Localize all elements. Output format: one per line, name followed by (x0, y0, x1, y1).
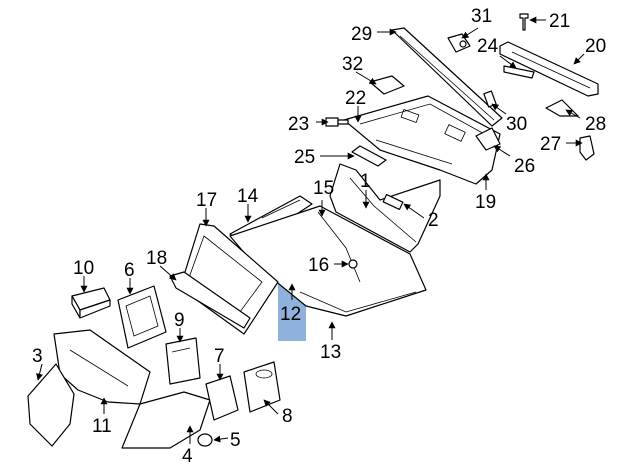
part-32-pad[interactable] (369, 75, 405, 95)
callout-31: 31 (471, 6, 492, 27)
part-10-block[interactable] (71, 287, 111, 319)
callout-20: 20 (585, 36, 606, 57)
callout-32: 32 (342, 54, 363, 75)
leader-lines (36, 16, 585, 444)
callout-23: 23 (288, 114, 309, 135)
callout-8: 8 (282, 406, 293, 427)
callout-3: 3 (32, 346, 43, 367)
callout-26: 26 (514, 156, 535, 177)
part-18-trim-strip[interactable] (169, 271, 251, 329)
callout-18: 18 (146, 248, 167, 269)
callout-1: 1 (360, 171, 371, 192)
part-8-housing[interactable] (243, 361, 281, 413)
callout-labels: 29 31 21 20 24 32 22 23 30 28 27 25 26 1… (32, 6, 606, 467)
part-4-liner[interactable] (121, 391, 211, 449)
callout-10: 10 (73, 258, 94, 279)
callout-27: 27 (540, 134, 561, 155)
callout-28: 28 (585, 114, 606, 135)
callout-22: 22 (345, 88, 366, 109)
part-7-block[interactable] (205, 375, 239, 421)
callout-5: 5 (230, 430, 241, 451)
part-21-push-pin[interactable] (519, 13, 529, 31)
part-24-bracket[interactable] (503, 65, 535, 79)
callout-12: 12 (280, 304, 301, 325)
part-13-floor-mat[interactable] (229, 205, 427, 317)
part-31-clip[interactable] (447, 33, 471, 53)
callout-21: 21 (549, 11, 570, 32)
callout-19: 19 (475, 192, 496, 213)
callout-25: 25 (294, 147, 315, 168)
part-9-cover[interactable] (165, 337, 201, 385)
callout-17: 17 (196, 190, 217, 211)
part-23-screw[interactable] (325, 117, 349, 127)
part-26-bracket[interactable] (475, 127, 501, 151)
callout-29: 29 (351, 24, 372, 45)
part-5-grommet[interactable] (197, 433, 213, 447)
callout-6: 6 (124, 260, 135, 281)
part-29-shelf-panel[interactable] (391, 27, 503, 127)
callout-14: 14 (237, 186, 259, 207)
callout-30: 30 (506, 114, 527, 135)
part-1-trunk-liner[interactable] (329, 163, 441, 253)
callout-9: 9 (174, 310, 185, 331)
part-6-liner[interactable] (117, 285, 167, 349)
callout-15: 15 (313, 178, 334, 199)
part-25-foam-strip[interactable] (351, 145, 387, 167)
callout-24: 24 (477, 36, 499, 57)
callout-7: 7 (214, 346, 225, 367)
part-11-side-liner[interactable] (27, 329, 151, 447)
callout-13: 13 (320, 342, 341, 363)
callout-2: 2 (428, 210, 439, 231)
part-27-hook[interactable] (579, 135, 595, 161)
callout-16: 16 (308, 255, 329, 276)
callout-4: 4 (182, 446, 193, 467)
callout-11: 11 (92, 416, 112, 437)
part-20-trim-strip[interactable] (499, 41, 599, 97)
